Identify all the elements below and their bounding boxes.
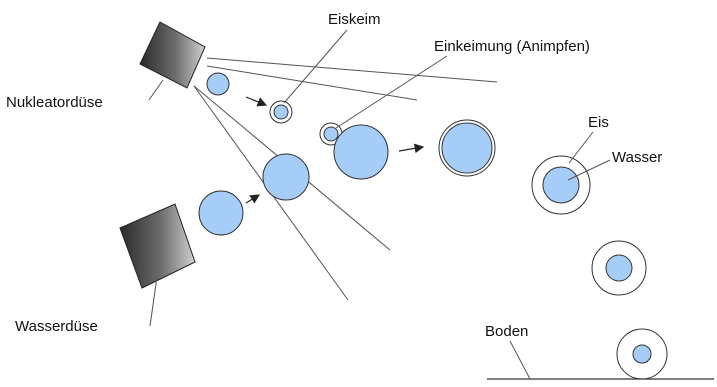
nucleator-droplet xyxy=(206,72,230,96)
droplets xyxy=(198,72,668,380)
nucleator-spray-lines xyxy=(193,57,498,301)
arrow-1 xyxy=(245,96,268,107)
water-nozzle xyxy=(119,203,196,289)
arrow-3 xyxy=(398,143,425,154)
arrow-2 xyxy=(245,194,261,204)
seeded-droplet xyxy=(333,124,389,180)
freezing-droplet-inner xyxy=(441,122,493,174)
label-ice-nucleus: Eiskeim xyxy=(328,11,381,28)
nucleator-nozzle xyxy=(139,21,206,89)
water-core-2 xyxy=(605,254,633,282)
water-droplet xyxy=(198,190,244,236)
ice-nucleus-inner xyxy=(273,104,289,120)
label-water: Wasser xyxy=(612,149,662,166)
water-core-1 xyxy=(542,166,580,204)
label-water-nozzle: Wasserdüse xyxy=(15,318,98,335)
leader-lines xyxy=(148,29,611,380)
seed-droplet-inner xyxy=(323,126,339,142)
process-arrows xyxy=(245,96,425,204)
label-nucleator-nozzle: Nukleatordüse xyxy=(6,94,103,111)
merging-droplet xyxy=(262,153,310,201)
label-ground: Boden xyxy=(485,323,528,340)
label-seeding: Einkeimung (Animpfen) xyxy=(434,38,590,55)
label-ice: Eis xyxy=(588,114,609,131)
water-core-3 xyxy=(632,344,652,364)
